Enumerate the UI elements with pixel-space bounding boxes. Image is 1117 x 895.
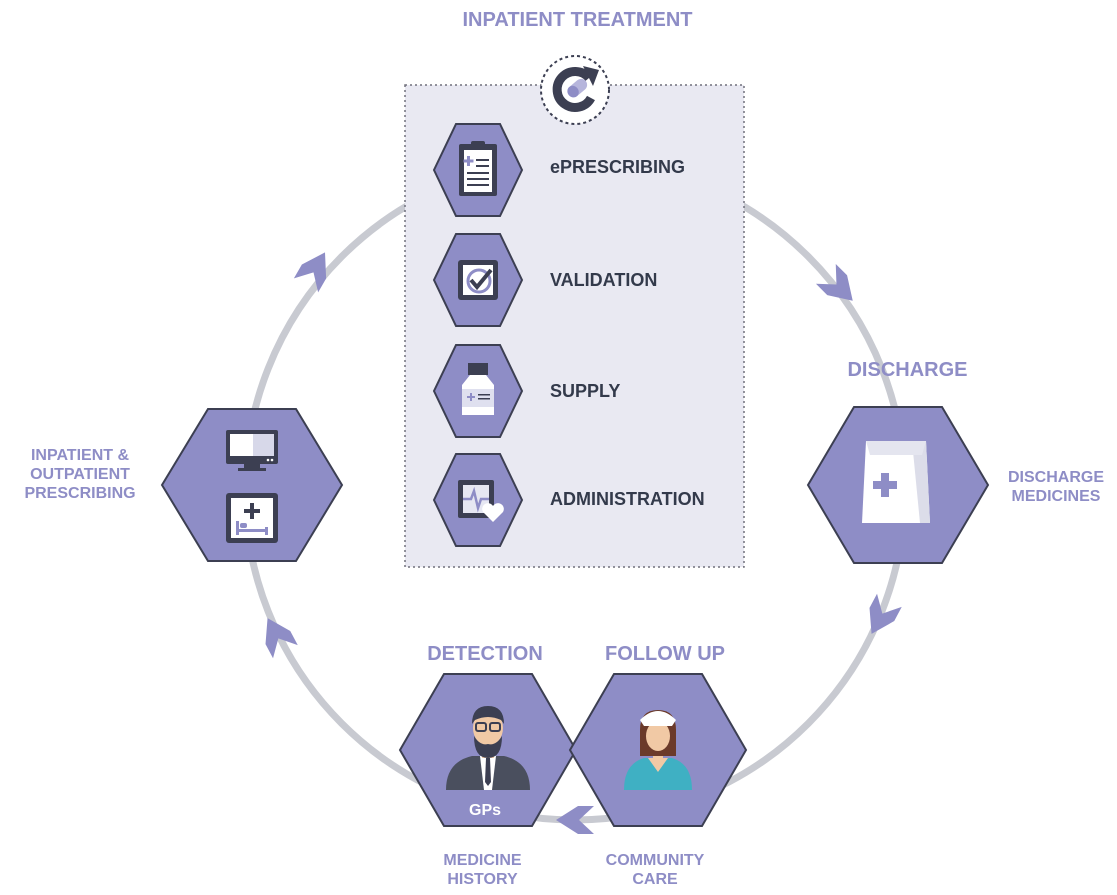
step-hexagon-validation [432, 233, 524, 327]
ring-arrow [265, 618, 298, 659]
prescribing-label: INPATIENT & OUTPATIENT PRESCRIBING [5, 446, 155, 504]
medicine-history-line1: MEDICINE [443, 852, 522, 869]
prescribing-hexagon [160, 408, 344, 562]
heart-monitor-icon [458, 480, 504, 522]
discharge-medicines-label: DISCHARGE MEDICINES [995, 468, 1117, 506]
medicine-bag-icon [862, 441, 930, 523]
community-care-line2: CARE [632, 871, 678, 889]
detection-hexagon [398, 673, 578, 827]
prescribing-label-line1: INPATIENT & [30, 447, 130, 464]
medicine-history-line2: HISTORY [447, 871, 518, 889]
step-hexagon-eprescribing [432, 123, 524, 217]
medicine-history-label: MEDICINE HISTORY [430, 851, 535, 889]
refresh-pill-icon [540, 55, 610, 125]
nurse-icon [624, 710, 692, 790]
step-label-eprescribing: ePRESCRIBING [550, 157, 686, 177]
hospital-bed-icon [226, 493, 278, 543]
computer-monitor-icon [226, 430, 278, 471]
ring-arrow [556, 806, 594, 834]
prescribing-label-line2: OUTPATIENT [30, 466, 130, 484]
discharge-hexagon [806, 406, 990, 564]
doctor-icon [446, 706, 530, 790]
ring-arrow [869, 593, 902, 634]
detection-title: DETECTION [427, 643, 543, 665]
medicine-bottle-icon [462, 363, 494, 415]
checkbox-icon [458, 260, 498, 300]
ring-arrow [293, 252, 327, 293]
community-care-line1: COMMUNITY [605, 852, 705, 869]
prescribing-label-line3: PRESCRIBING [24, 485, 136, 503]
discharge-medicines-line2: MEDICINES [1011, 488, 1101, 506]
clipboard-icon [459, 141, 497, 196]
gps-label: GPs [469, 802, 502, 819]
discharge-medicines-line1: DISCHARGE [1007, 469, 1104, 486]
step-hexagon-supply [432, 344, 524, 438]
step-label-validation: VALIDATION [550, 270, 658, 290]
discharge-title: DISCHARGE [847, 359, 968, 381]
follow-up-title: FOLLOW UP [605, 643, 725, 665]
community-care-label: COMMUNITY CARE [585, 851, 725, 889]
step-label-administration: ADMINISTRATION [550, 489, 705, 509]
ring-arrow [815, 263, 853, 301]
follow-up-hexagon [568, 673, 748, 827]
inpatient-treatment-title: INPATIENT TREATMENT [462, 9, 693, 31]
step-hexagon-administration [432, 453, 524, 547]
step-label-supply: SUPPLY [550, 381, 621, 401]
